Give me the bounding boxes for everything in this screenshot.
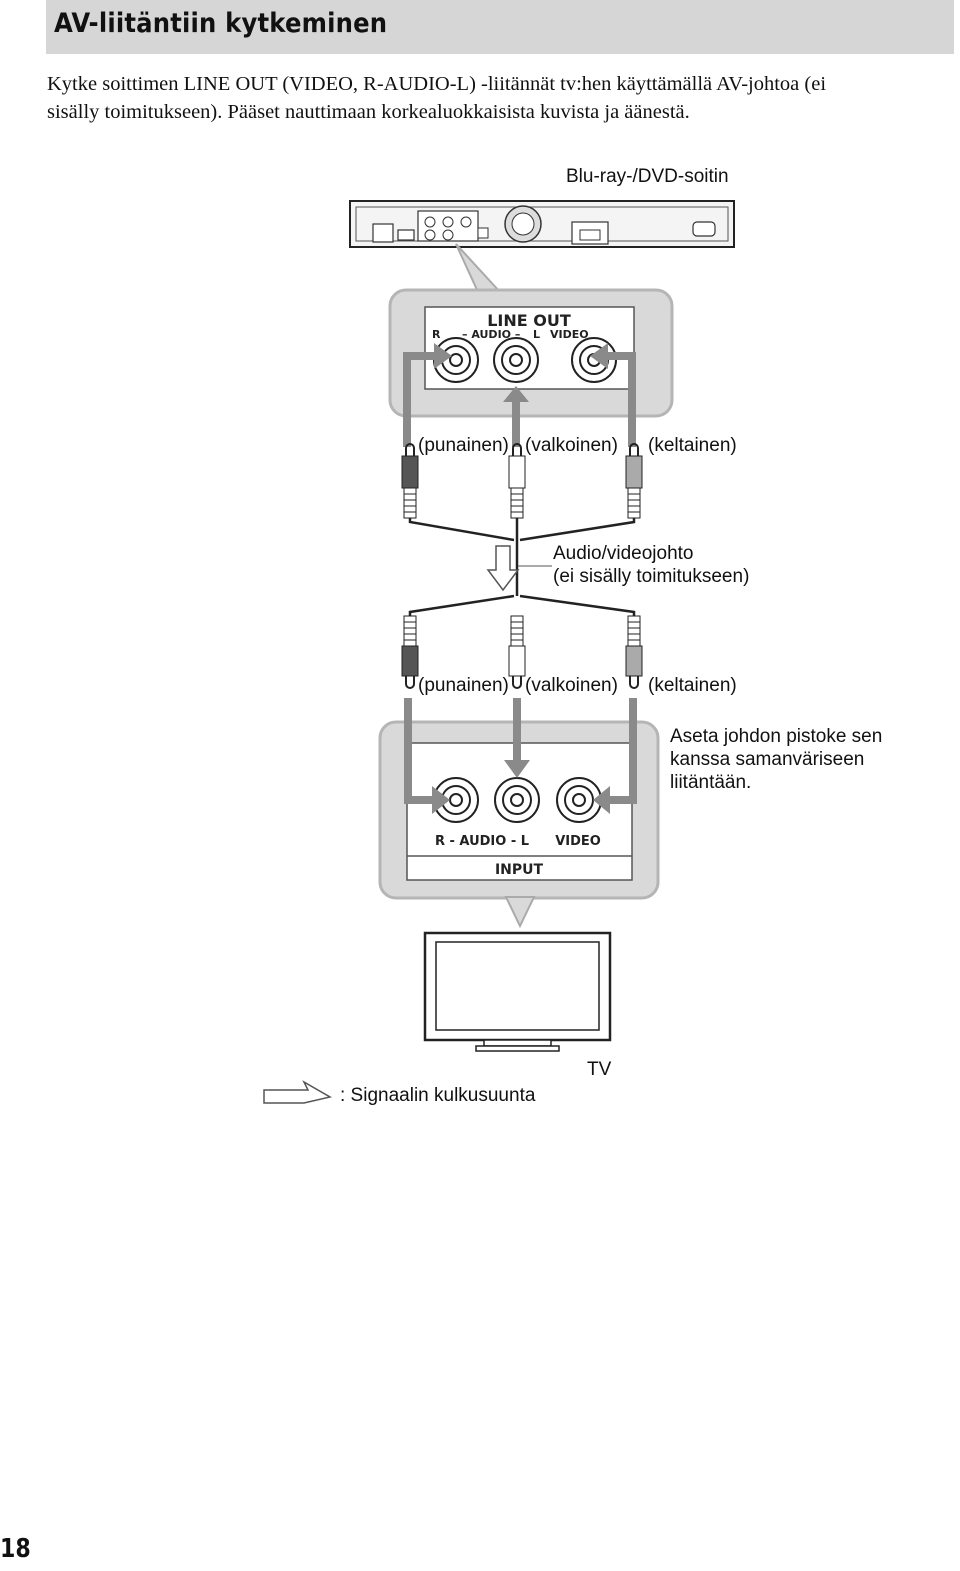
plug-top-yellow (625, 443, 643, 519)
tv-input-panel: R - AUDIO - L VIDEO INPUT (378, 720, 660, 900)
plug-bottom-white (508, 615, 526, 689)
top-yellow-label: (keltainen) (648, 435, 737, 456)
input-audio-label: R - AUDIO - L (435, 834, 529, 849)
plug-top-white (508, 443, 526, 519)
note-line-2: kanssa samanväriseen (670, 749, 864, 770)
player-label: Blu-ray-/DVD-soitin (566, 166, 729, 187)
plug-bottom-yellow (625, 615, 643, 689)
player-rear-panel (349, 200, 735, 248)
note-line-3: liitäntään. (670, 772, 751, 793)
top-white-label: (valkoinen) (525, 435, 618, 456)
top-arrows (403, 343, 636, 447)
av-cable (408, 518, 636, 616)
plug-bottom-red (401, 615, 419, 689)
signal-direction-arrow-icon (263, 1080, 333, 1104)
line-out-r: R (432, 328, 441, 341)
intro-paragraph: Kytke soittimen LINE OUT (VIDEO, R-AUDIO… (47, 70, 957, 126)
bottom-red-label: (punainen) (418, 675, 509, 696)
cable-label-2: (ei sisälly toimitukseen) (553, 566, 749, 587)
tv-icon (423, 931, 612, 1052)
jack-out-red (433, 337, 479, 383)
input-video-label: VIDEO (555, 834, 601, 849)
plug-top-red (401, 443, 419, 519)
top-red-label: (punainen) (418, 435, 509, 456)
jack-in-red (433, 777, 479, 823)
line-out-title: LINE OUT (487, 311, 571, 330)
line-out-audio: – AUDIO – (462, 328, 520, 341)
callout-pointer-bottom (504, 896, 536, 929)
legend-text: : Signaalin kulkusuunta (340, 1085, 536, 1106)
intro-line-1: Kytke soittimen LINE OUT (VIDEO, R-AUDIO… (47, 73, 827, 95)
cable-signal-arrow (486, 545, 520, 592)
line-out-video: VIDEO (550, 328, 589, 341)
cable-label-1: Audio/videojohto (553, 543, 694, 564)
bottom-yellow-label: (keltainen) (648, 675, 737, 696)
intro-line-2: sisälly toimitukseen). Pääset nauttimaan… (47, 101, 690, 123)
page-number: 18 (0, 1534, 31, 1564)
jack-out-white (493, 337, 539, 383)
title-bar: AV-liitäntiin kytkeminen (46, 0, 954, 54)
jack-in-white (494, 777, 540, 823)
bottom-arrows (404, 698, 637, 814)
note-line-1: Aseta johdon pistoke sen (670, 726, 882, 747)
line-out-l: L (533, 328, 540, 341)
input-title: INPUT (495, 862, 544, 878)
bottom-white-label: (valkoinen) (525, 675, 618, 696)
tv-label: TV (587, 1059, 612, 1080)
callout-pointer-top (455, 243, 503, 293)
page-title: AV-liitäntiin kytkeminen (54, 8, 388, 39)
